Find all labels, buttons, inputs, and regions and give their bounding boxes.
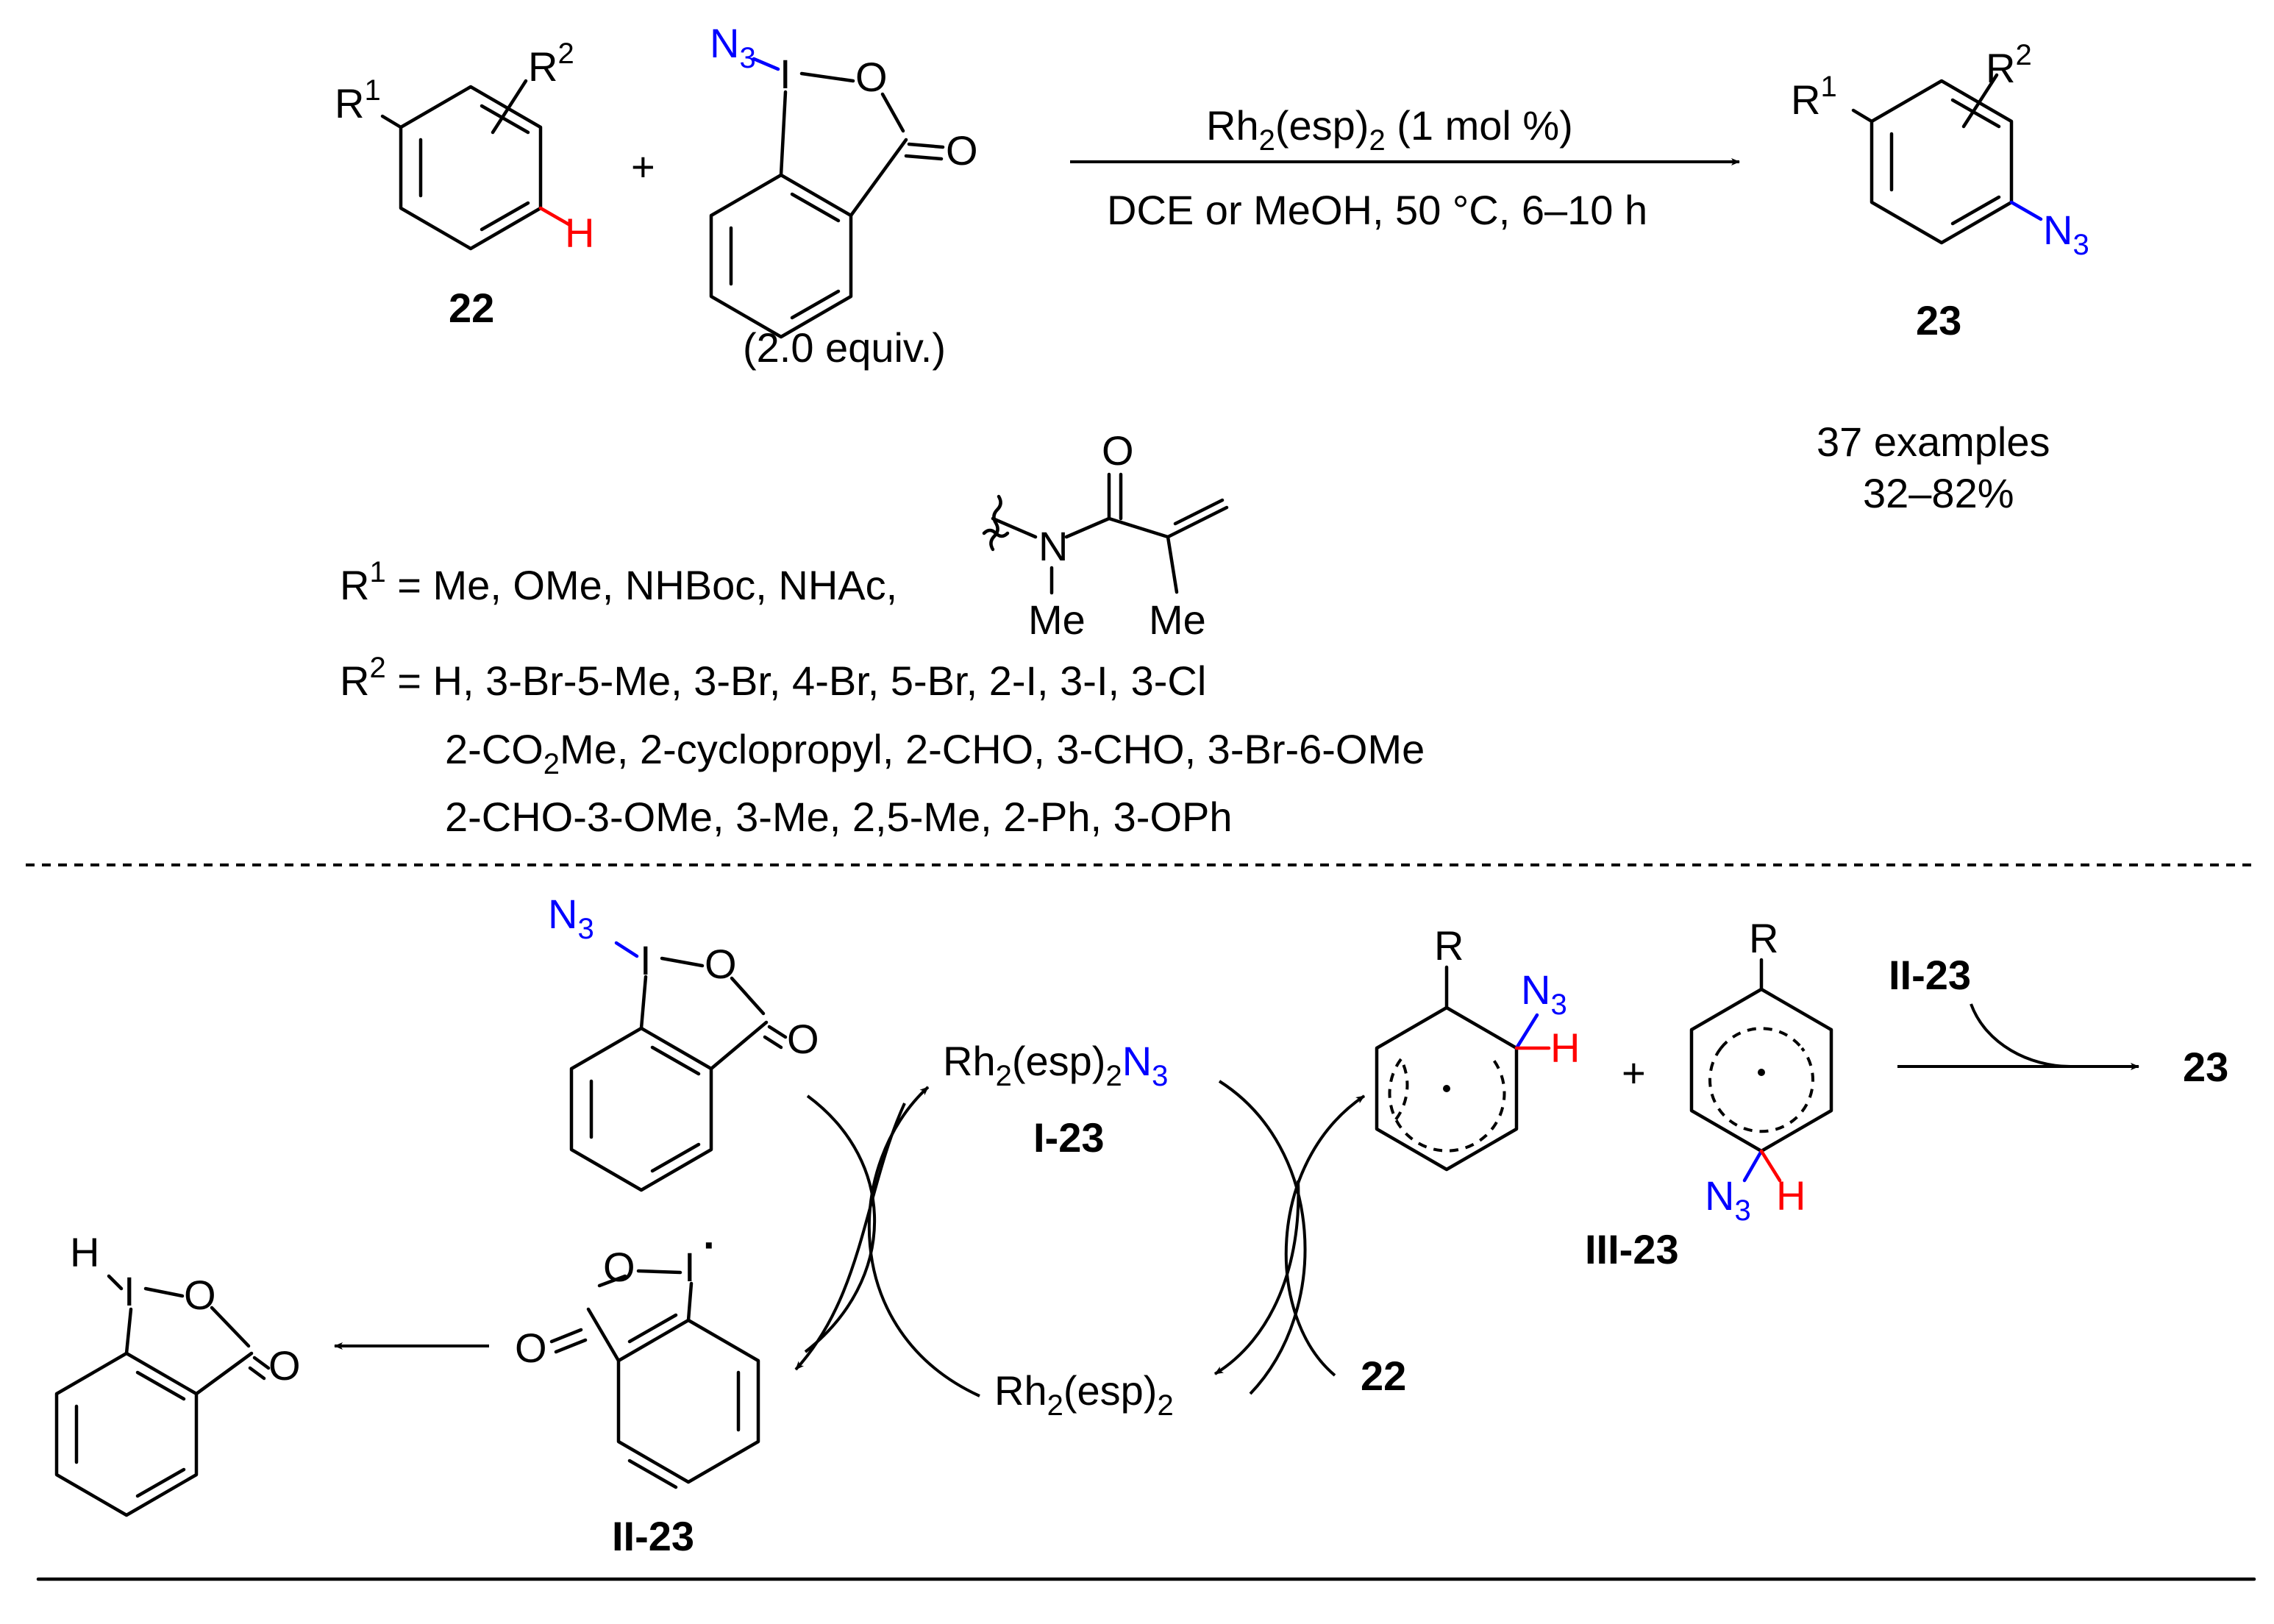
product-r2: R2 <box>1986 39 2032 91</box>
final-product-label: 23 <box>2183 1044 2228 1090</box>
final-arrow-curve <box>1970 1003 2071 1068</box>
cycle-arrow-to-radical <box>794 1103 906 1371</box>
product-23-structure: R1 R2 N3 <box>1791 39 2089 261</box>
r2-substituent: R2 <box>528 38 574 90</box>
reaction-conditions: DCE or MeOH, 50 °C, 6–10 h <box>1107 187 1647 233</box>
ring-oxygen: O <box>855 54 888 100</box>
cycle-curve-reagent-in <box>804 1094 877 1353</box>
substrate-22-structure: R1 R2 H <box>335 38 594 256</box>
mechanism-reagent: I O O N3 <box>548 891 819 1192</box>
byproduct-hydrogen: H <box>70 1229 99 1275</box>
cyclohexadienyl-radical-ortho: R N3 H <box>1375 922 1580 1172</box>
ortho-azide: N3 <box>1521 966 1567 1021</box>
r2-scope-line3: 2-CHO-3-OMe, 3-Me, 2,5-Me, 2-Ph, 3-OPh <box>445 794 1233 840</box>
rh-azide-label: I-23 <box>1033 1114 1105 1161</box>
radical-carbonyl-oxygen: O <box>515 1325 547 1371</box>
byproduct-iodine: I <box>124 1268 135 1314</box>
para-r-group: R <box>1749 915 1778 961</box>
substrate-22-label: 22 <box>449 285 494 331</box>
plus-sign: + <box>631 143 655 190</box>
yield-range: 32–82% <box>1863 470 2014 516</box>
mechanism-plus: + <box>1622 1050 1646 1096</box>
product-azide: N3 <box>2043 207 2089 261</box>
mech-reagent-iodine: I <box>640 937 652 983</box>
para-hydrogen: H <box>1776 1172 1806 1219</box>
product-r1: R1 <box>1791 71 1837 123</box>
intermediate-label: III-23 <box>1585 1226 1679 1272</box>
vinyl-methyl: Me <box>1149 596 1206 643</box>
mech-reagent-carbonyl-oxygen: O <box>787 1016 819 1062</box>
iodine-atom: I <box>780 51 791 97</box>
methacrylamide-substituent: N O Me Me <box>982 427 1229 643</box>
mech-reagent-azide: N3 <box>548 891 594 945</box>
r2-scope-line1: R2 = H, 3-Br-5-Me, 3-Br, 4-Br, 5-Br, 2-I… <box>340 652 1206 704</box>
rh-azide-complex: Rh2(esp)2N3 <box>943 1038 1168 1092</box>
ortho-hydrogen: H <box>1550 1025 1580 1071</box>
catalyst-conditions: Rh2(esp)2 (1 mol %) <box>1206 102 1573 157</box>
rh-catalyst: Rh2(esp)2 <box>994 1367 1174 1422</box>
radical-label: II-23 <box>612 1513 694 1559</box>
cycle-arrow-to-rh-catalyst <box>1213 1180 1300 1375</box>
cycle-arrow-to-rh-azide <box>867 1086 980 1397</box>
cycle-curve-rh-azide-out <box>1218 1080 1307 1395</box>
product-23-label: 23 <box>1916 297 1961 343</box>
cycle-arrow-to-cyclohexadienyl <box>1284 1094 1366 1377</box>
final-arrow-reagent: II-23 <box>1889 952 1971 998</box>
amide-nitrogen: N <box>1038 523 1068 569</box>
radical-iodine: I <box>684 1244 696 1290</box>
radical-ring-oxygen: O <box>603 1244 635 1290</box>
hydroxy-benziodoxolone-byproduct: H I O O <box>54 1229 301 1517</box>
n-methyl: Me <box>1028 596 1086 643</box>
ortho-r-group: R <box>1434 922 1464 969</box>
iodanyl-radical-II-23: O I · O <box>515 1222 760 1489</box>
r1-substituent: R1 <box>335 74 381 127</box>
amide-oxygen: O <box>1102 427 1134 474</box>
r2-scope-line2: 2-CO2Me, 2-cyclopropyl, 2-CHO, 3-CHO, 3-… <box>445 726 1425 780</box>
reactive-h-atom: H <box>565 210 594 256</box>
mech-reagent-ring-oxygen: O <box>705 941 737 987</box>
radical-dot: · <box>703 1222 717 1268</box>
r1-scope: R1 = Me, OMe, NHBoc, NHAc, <box>340 556 897 608</box>
carbonyl-oxygen: O <box>946 127 978 174</box>
mech-substrate-label: 22 <box>1361 1353 1406 1399</box>
azide-group: N3 <box>710 20 756 74</box>
cyclohexadienyl-radical-para: R N3 H <box>1689 915 1833 1227</box>
byproduct-carbonyl-oxygen: O <box>268 1342 301 1389</box>
examples-count: 37 examples <box>1817 419 2050 465</box>
azido-benziodoxolone-reagent: I O O N3 <box>709 20 978 339</box>
byproduct-ring-oxygen: O <box>184 1272 216 1318</box>
reagent-equivalents: (2.0 equiv.) <box>743 324 946 371</box>
para-azide: N3 <box>1705 1172 1751 1227</box>
